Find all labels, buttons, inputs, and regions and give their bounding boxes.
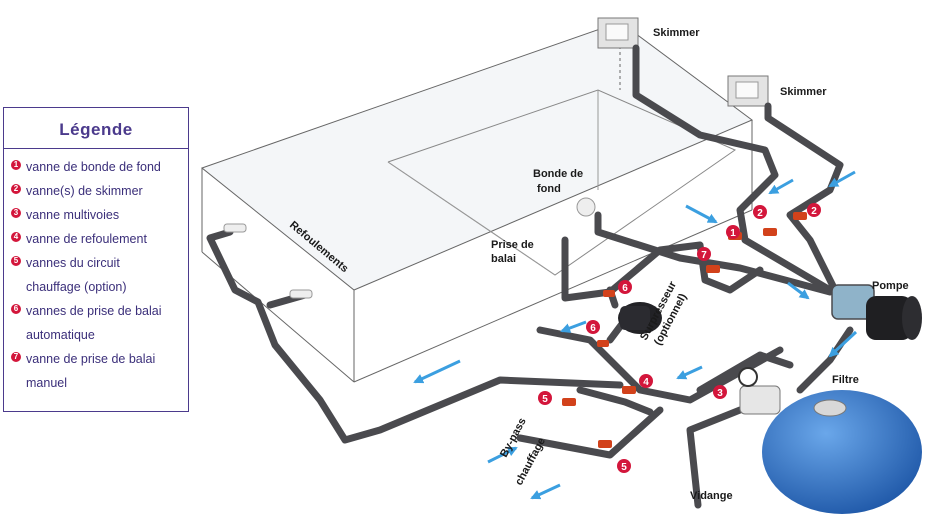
svg-text:5: 5	[621, 462, 627, 473]
valve-6a	[603, 290, 615, 297]
skimmer-box-2	[727, 75, 769, 107]
sand-filter	[738, 367, 922, 514]
marker-4: 4	[639, 374, 653, 388]
valve-2a	[763, 228, 777, 236]
legend-item-text: vanne multivoies	[26, 203, 119, 227]
legend-number-badge: 5	[11, 256, 21, 266]
svg-text:4: 4	[643, 377, 649, 388]
legend-item-line: vanne de refoulement	[26, 232, 147, 246]
legend-item-line: vanne multivoies	[26, 208, 120, 222]
pump	[831, 284, 922, 340]
legend-item: 6 vannes de prise de balai automatique	[4, 299, 188, 347]
valve-5b	[598, 440, 612, 448]
marker-5b: 5	[617, 459, 631, 473]
svg-text:3: 3	[717, 388, 723, 399]
legend-item-line: vanne de prise de balai	[26, 352, 156, 366]
label-bonde-line2: fond	[537, 183, 561, 195]
legend-box: Légende 1 vanne de bonde de fond 2 vanne(s)…	[3, 107, 189, 412]
label-skimmer-2: Skimmer	[780, 86, 827, 98]
legend-number-badge: 1	[11, 160, 21, 170]
label-pompe: Pompe	[872, 280, 909, 292]
legend-item-line: vannes de prise de balai	[26, 304, 162, 318]
legend-item: 2 vanne(s) de skimmer	[4, 179, 188, 203]
valve-4	[622, 386, 636, 394]
legend-item: 1 vanne de bonde de fond	[4, 155, 188, 179]
svg-text:7: 7	[701, 250, 707, 261]
legend-item: 5 vannes du circuit chauffage (option)	[4, 251, 188, 299]
legend-number-badge: 2	[11, 184, 21, 194]
svg-text:2: 2	[811, 206, 817, 217]
legend-list: 1 vanne de bonde de fond 2 vanne(s) de skim…	[4, 155, 188, 395]
marker-2a: 2	[753, 205, 767, 219]
legend-item-line: vanne(s) de skimmer	[26, 184, 143, 198]
marker-2b: 2	[807, 203, 821, 217]
pipe-network	[206, 44, 854, 509]
legend-item-line: chauffage (option)	[26, 280, 127, 294]
legend-item-line: vanne de bonde de fond	[26, 160, 161, 174]
legend-item: 4 vanne de refoulement	[4, 227, 188, 251]
booster-pump	[618, 302, 662, 334]
legend-item: 3 vanne multivoies	[4, 203, 188, 227]
legend-item-line: automatique	[26, 328, 95, 342]
legend-number-badge: 6	[11, 304, 21, 314]
legend-number-badge: 4	[11, 232, 21, 242]
label-prise-line1: Prise de	[491, 239, 534, 251]
marker-7: 7	[697, 247, 711, 261]
skimmer-box-1	[597, 17, 639, 49]
label-bonde-line1: Bonde de	[533, 168, 583, 180]
legend-item-text: vanne de refoulement	[26, 227, 147, 251]
legend-item-text: vanne de bonde de fond	[26, 155, 161, 179]
valve-5a	[562, 398, 576, 406]
legend-title: Légende	[4, 108, 188, 149]
svg-text:1: 1	[730, 228, 736, 239]
marker-3: 3	[713, 385, 727, 399]
valve-2b	[793, 212, 807, 220]
legend-item: 7 vanne de prise de balai manuel	[4, 347, 188, 395]
label-skimmer-1: Skimmer	[653, 27, 700, 39]
marker-6b: 6	[586, 320, 600, 334]
marker-1: 1	[726, 225, 740, 239]
label-prise-line2: balai	[491, 253, 516, 265]
svg-text:5: 5	[542, 394, 548, 405]
legend-item-text: vanne de prise de balai manuel	[26, 347, 155, 395]
marker-5a: 5	[538, 391, 552, 405]
legend-item-text: vanne(s) de skimmer	[26, 179, 143, 203]
valve-6b	[597, 340, 609, 347]
legend-item-text: vannes de prise de balai automatique	[26, 299, 162, 347]
marker-6a: 6	[618, 280, 632, 294]
legend-item-line: vannes du circuit	[26, 256, 120, 270]
svg-text:6: 6	[622, 283, 628, 294]
label-bypass-line2: chauffage	[513, 436, 548, 488]
label-filtre: Filtre	[832, 374, 859, 386]
valve-7	[706, 265, 720, 273]
return-inlets	[223, 197, 596, 299]
label-vidange: Vidange	[690, 490, 733, 502]
svg-text:2: 2	[757, 208, 763, 219]
flow-arrows	[413, 170, 858, 500]
legend-item-text: vannes du circuit chauffage (option)	[26, 251, 127, 299]
pool-basin	[200, 21, 753, 383]
legend-number-badge: 7	[11, 352, 21, 362]
svg-text:6: 6	[590, 323, 596, 334]
legend-item-line: manuel	[26, 376, 67, 390]
legend-number-badge: 3	[11, 208, 21, 218]
